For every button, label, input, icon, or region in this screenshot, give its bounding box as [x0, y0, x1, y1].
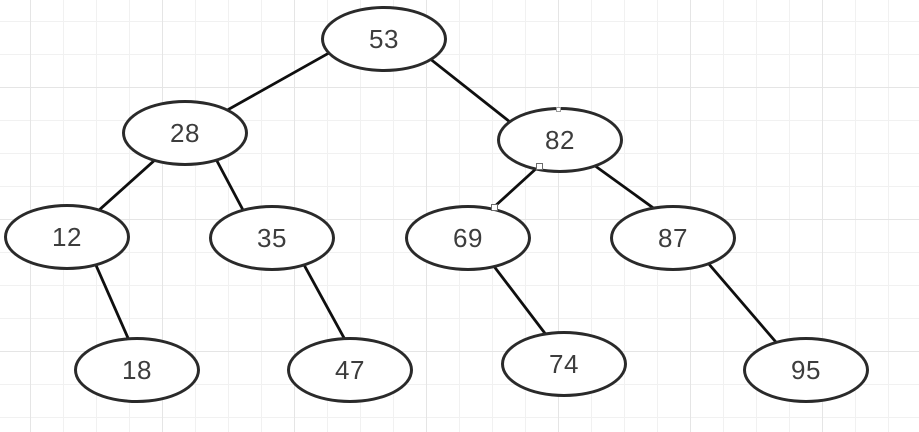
edge-endpoint-handle[interactable]	[535, 162, 543, 170]
tree-node-47[interactable]: 47	[287, 337, 413, 403]
node-value: 95	[791, 355, 821, 385]
tree-node-82[interactable]: 82	[497, 107, 623, 173]
tree-edge-82-69[interactable]	[493, 164, 540, 209]
tree-node-53[interactable]: 53	[321, 6, 447, 72]
tree-node-74[interactable]: 74	[501, 331, 627, 397]
node-value: 28	[170, 118, 200, 148]
node-value: 82	[545, 125, 575, 155]
edge-endpoint-handle[interactable]	[490, 203, 498, 211]
tree-node-18[interactable]: 18	[74, 337, 200, 403]
tree-node-69[interactable]: 69	[405, 205, 531, 271]
tree-node-35[interactable]: 35	[209, 205, 335, 271]
node-value: 18	[122, 355, 152, 385]
node-value: 69	[453, 223, 483, 253]
tree-edge-53-28[interactable]	[216, 48, 335, 118]
node-value: 12	[52, 222, 82, 252]
tree-node-87[interactable]: 87	[610, 205, 736, 271]
tree-edge-87-95[interactable]	[696, 249, 787, 355]
node-value: 47	[335, 355, 365, 385]
node-value: 53	[369, 24, 399, 54]
node-value: 35	[257, 223, 287, 253]
tree-node-28[interactable]: 28	[122, 100, 248, 166]
node-value: 74	[549, 349, 579, 379]
tree-node-95[interactable]: 95	[743, 337, 869, 403]
node-value: 87	[658, 223, 688, 253]
tree-edge-53-82[interactable]	[415, 46, 524, 134]
tree-node-12[interactable]: 12	[4, 204, 130, 270]
